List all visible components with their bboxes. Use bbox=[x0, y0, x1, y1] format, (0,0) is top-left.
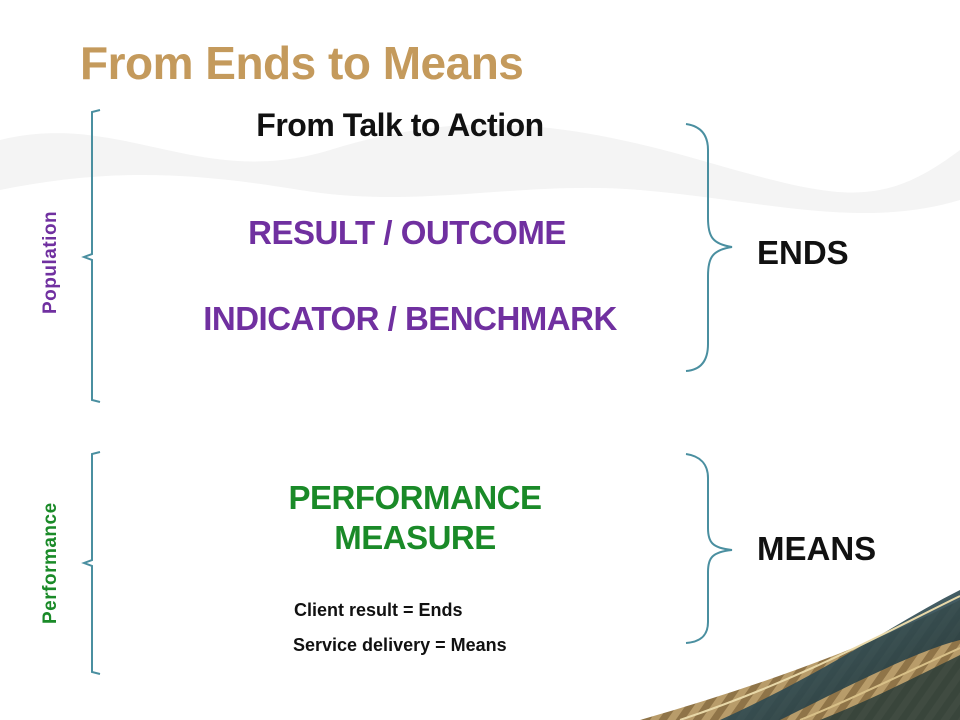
indicator-benchmark-text: INDICATOR / BENCHMARK bbox=[203, 300, 617, 337]
ends-right-brace bbox=[685, 123, 733, 372]
decorative-weave-corner bbox=[640, 590, 960, 720]
performance-left-bracket bbox=[81, 451, 101, 675]
ends-label: ENDS bbox=[757, 234, 849, 271]
client-result-note: Client result = Ends bbox=[294, 600, 463, 620]
means-right-brace bbox=[685, 453, 733, 644]
performance-measure-line2: MEASURE bbox=[334, 519, 496, 556]
means-label: MEANS bbox=[757, 530, 877, 567]
performance-measure-text: PERFORMANCE MEASURE bbox=[0, 478, 830, 558]
population-left-bracket bbox=[81, 109, 101, 403]
result-outcome-text: RESULT / OUTCOME bbox=[248, 214, 566, 251]
subtitle: From Talk to Action bbox=[256, 107, 544, 143]
service-delivery-note: Service delivery = Means bbox=[293, 635, 507, 655]
performance-measure-line1: PERFORMANCE bbox=[288, 479, 542, 516]
page-title: From Ends to Means bbox=[80, 37, 524, 89]
